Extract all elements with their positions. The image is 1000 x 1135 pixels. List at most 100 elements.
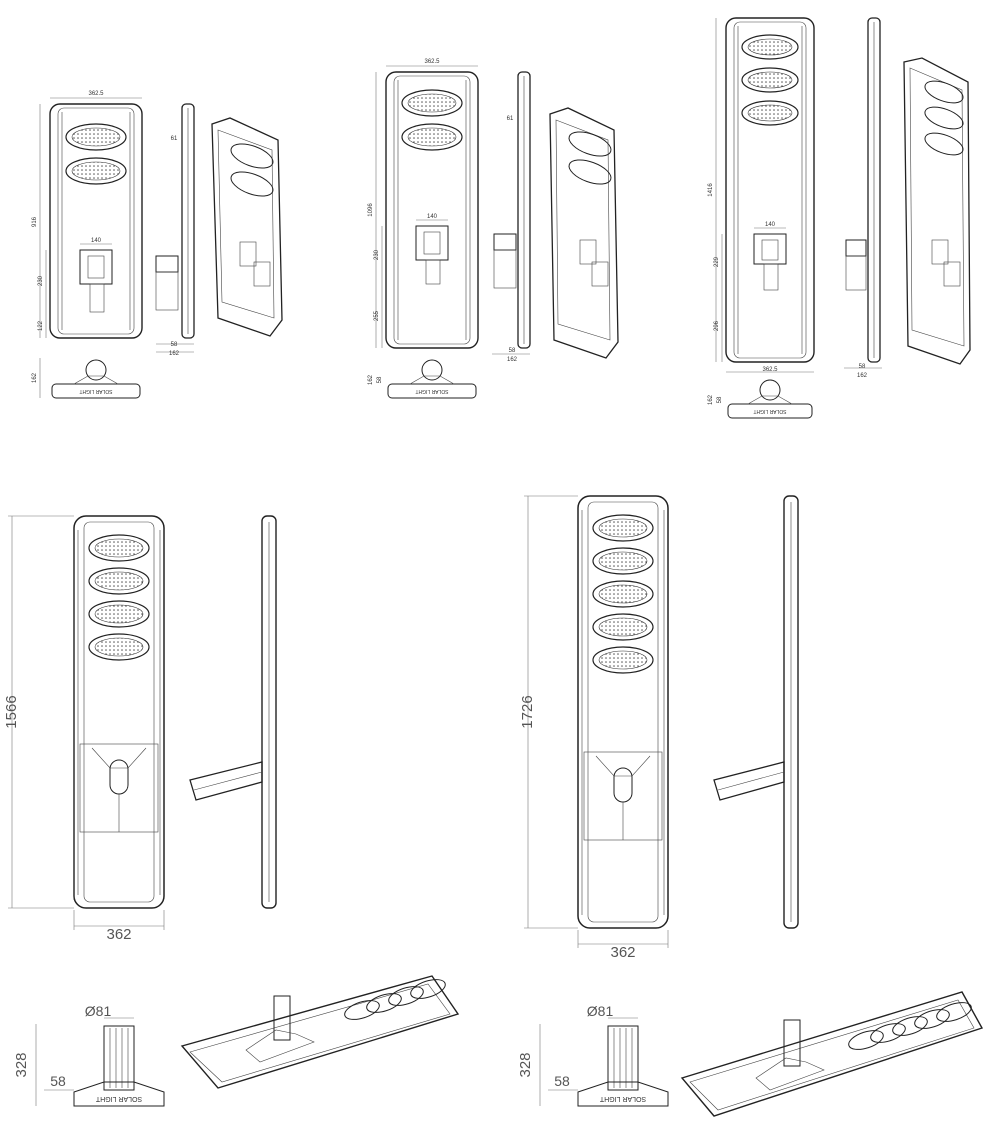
model-b-height-label: 1096 bbox=[368, 203, 374, 217]
model-e-persp-led-1 bbox=[848, 1030, 884, 1050]
model-a-bottom-offset-label: 122 bbox=[38, 320, 44, 331]
model-e-perspective-view bbox=[680, 991, 984, 1117]
model-c-end-pole-ring bbox=[759, 379, 781, 401]
model-a-led-module-1 bbox=[65, 123, 127, 151]
model-c-brand-label: SOLAR LIGHT bbox=[753, 408, 786, 414]
model-e-led-module-4 bbox=[592, 613, 654, 641]
model-a-mount-plate bbox=[79, 249, 113, 285]
model-a-front-body bbox=[49, 103, 143, 339]
model-c-persp-led-3 bbox=[924, 132, 964, 156]
model-b-side-depth-b: 162 bbox=[507, 357, 518, 363]
model-b-end-height-b: 58 bbox=[377, 376, 383, 383]
model-a-perspective-view bbox=[211, 117, 283, 337]
model-c-side-depth-a: 58 bbox=[859, 364, 866, 370]
model-e-brand-label: SOLAR LIGHT bbox=[599, 1095, 646, 1102]
model-d-perspective-view bbox=[180, 975, 460, 1089]
model-a-end-height-label: 162 bbox=[32, 372, 38, 383]
model-a-depth-label: 61 bbox=[171, 136, 178, 142]
model-d-side-arm bbox=[189, 761, 263, 801]
model-b-mount-plate bbox=[415, 225, 449, 261]
model-e-led-module-3 bbox=[592, 580, 654, 608]
model-a-persp-led-1 bbox=[230, 143, 274, 169]
model-a-mount-width-label: 140 bbox=[91, 238, 102, 244]
model-a-end-pole-ring bbox=[85, 359, 107, 381]
model-c-mount-width-label: 140 bbox=[765, 222, 776, 228]
model-c-mount-height-label: 229 bbox=[714, 256, 720, 267]
model-e-persp-led-5 bbox=[936, 1002, 972, 1022]
model-a-side-view bbox=[181, 103, 195, 339]
model-d-persp-led-1 bbox=[344, 1000, 380, 1020]
model-c-led-module-1 bbox=[741, 34, 799, 60]
model-b-depth-label: 61 bbox=[507, 116, 514, 122]
model-d-bracket-base-label: 58 bbox=[50, 1073, 66, 1089]
model-d-pole-diameter-label: Ø81 bbox=[85, 1003, 112, 1019]
model-e-side-view bbox=[783, 495, 799, 929]
model-b-led-module-2 bbox=[401, 123, 463, 151]
model-c-mount-plate bbox=[753, 233, 787, 265]
model-c-front-body bbox=[725, 17, 815, 363]
model-c-drawing: 1416 140 229 296 362.5 58 162 SOLAR LIGH… bbox=[708, 17, 971, 419]
model-d-led-module-1 bbox=[88, 534, 150, 562]
model-a-end-view bbox=[51, 383, 141, 399]
model-d-bracket-base bbox=[73, 1081, 165, 1107]
model-e-side-arm bbox=[713, 761, 785, 801]
model-e-height-label: 1726 bbox=[519, 695, 536, 728]
model-b-drawing: 362.5 1096 140 230 255 61 58 162 SOLAR L… bbox=[368, 59, 619, 399]
model-e-led-module-5 bbox=[592, 646, 654, 674]
model-b-led-module-1 bbox=[401, 89, 463, 117]
model-d-brand-label: SOLAR LIGHT bbox=[95, 1095, 142, 1102]
model-c-end-height-b: 58 bbox=[717, 396, 723, 403]
model-e-bracket-height-label: 328 bbox=[517, 1052, 534, 1077]
model-d-persp-led-3 bbox=[388, 986, 424, 1006]
model-c-bottom-offset-label: 296 bbox=[714, 320, 720, 331]
model-c-led-module-3 bbox=[741, 100, 799, 126]
model-a-mount-height-label: 230 bbox=[38, 275, 44, 286]
model-c-side-bracket bbox=[845, 239, 867, 257]
model-b-persp-led-1 bbox=[568, 131, 612, 157]
model-e-persp-led-2 bbox=[870, 1023, 906, 1043]
model-e-width-label: 362 bbox=[610, 944, 635, 961]
model-b-side-view bbox=[517, 71, 531, 349]
model-b-front-body bbox=[385, 71, 479, 349]
model-b-side-depth-a: 58 bbox=[509, 348, 516, 354]
model-e-bracket-base bbox=[577, 1081, 669, 1107]
model-a-side-depth-a: 58 bbox=[171, 342, 178, 348]
model-d-led-module-4 bbox=[88, 633, 150, 661]
model-c-side-view bbox=[867, 17, 881, 363]
model-e-front-body bbox=[577, 495, 669, 929]
model-b-side-bracket bbox=[493, 233, 517, 251]
model-b-bottom-offset-label: 255 bbox=[374, 310, 380, 321]
model-b-end-pole-ring bbox=[421, 359, 443, 381]
model-d-led-module-2 bbox=[88, 567, 150, 595]
model-b-end-view bbox=[387, 383, 477, 399]
model-b-brand-label: SOLAR LIGHT bbox=[415, 388, 448, 394]
model-a-drawing: 362.5 916 140 230 122 61 58 162 SOLAR LI… bbox=[32, 91, 283, 399]
model-d-led-module-3 bbox=[88, 600, 150, 628]
model-d-bracket-height-label: 328 bbox=[13, 1052, 30, 1077]
model-b-mount-width-label: 140 bbox=[427, 214, 438, 220]
model-c-side-depth-b: 162 bbox=[857, 373, 868, 379]
model-d-drawing: 1566 362 SOLAR LIGHT Ø81 328 58 bbox=[3, 515, 460, 1107]
model-a-side-depth-b: 162 bbox=[169, 351, 180, 357]
model-c-width-label: 362.5 bbox=[762, 367, 778, 373]
model-b-end-height-a: 162 bbox=[368, 374, 374, 385]
model-e-pole-diameter-label: Ø81 bbox=[587, 1003, 614, 1019]
model-d-bracket-pole bbox=[103, 1025, 135, 1091]
model-e-led-module-2 bbox=[592, 547, 654, 575]
model-e-led-module-1 bbox=[592, 514, 654, 542]
model-c-height-label: 1416 bbox=[708, 183, 714, 197]
model-b-persp-led-2 bbox=[568, 159, 612, 185]
model-a-height-label: 916 bbox=[32, 216, 38, 227]
model-d-persp-pole bbox=[273, 995, 291, 1041]
model-e-bracket-pole bbox=[607, 1025, 639, 1091]
model-b-perspective-view bbox=[549, 107, 619, 359]
model-a-side-bracket bbox=[155, 255, 179, 273]
model-e-drawing: 1726 362 SOLAR LIGHT Ø81 328 58 bbox=[517, 495, 984, 1117]
model-d-height-label: 1566 bbox=[3, 695, 20, 728]
model-c-end-height-a: 162 bbox=[708, 394, 714, 405]
model-c-end-view bbox=[727, 403, 813, 419]
model-a-persp-led-2 bbox=[230, 171, 274, 197]
model-a-led-module-2 bbox=[65, 157, 127, 185]
model-e-bracket-base-label: 58 bbox=[554, 1073, 570, 1089]
